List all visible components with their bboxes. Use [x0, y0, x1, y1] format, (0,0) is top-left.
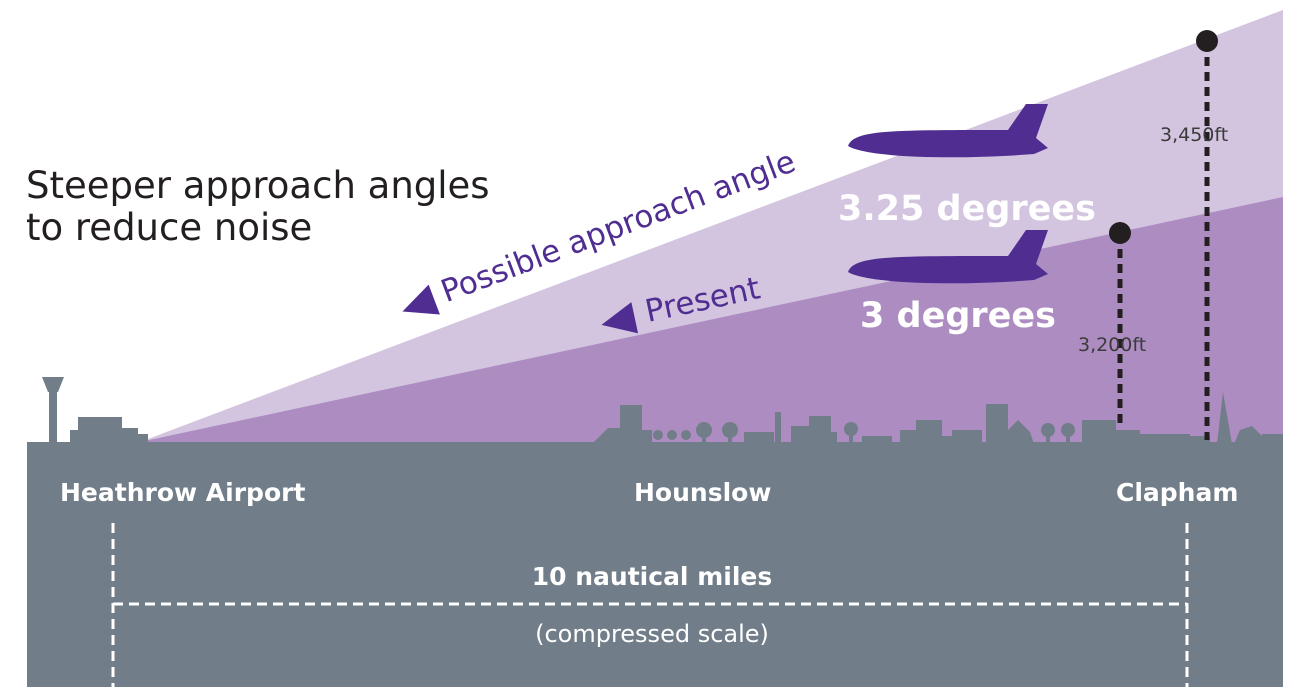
- distance-label: 10 nautical miles: [532, 562, 772, 591]
- church-spire-icon: [1217, 392, 1232, 444]
- angle-label-present: 3 degrees: [860, 296, 1056, 336]
- plane-icon: [848, 230, 1048, 284]
- ground: [27, 442, 1283, 687]
- scale-note: (compressed scale): [535, 620, 769, 648]
- place-label-clapham: Clapham: [1116, 478, 1238, 507]
- place-label-hounslow: Hounslow: [634, 478, 771, 507]
- height-label-present: 3,200ft: [1078, 334, 1146, 356]
- height-label-possible: 3,450ft: [1160, 124, 1228, 146]
- town-skyline: [592, 392, 1283, 444]
- angle-label-possible: 3.25 degrees: [838, 189, 1096, 229]
- plane-icon: [848, 104, 1048, 158]
- distance-indicator: [111, 523, 1189, 687]
- place-label-heathrow: Heathrow Airport: [60, 478, 305, 507]
- airport-buildings: [42, 377, 148, 445]
- control-tower-icon: [42, 377, 64, 445]
- height-marker-possible: [1196, 30, 1218, 440]
- tree-icon: [653, 422, 738, 444]
- page-title-line-2: to reduce noise: [26, 206, 312, 249]
- arrow-left-icon: [601, 302, 639, 334]
- page-title: Steeper approach angles: [26, 164, 490, 207]
- arrow-left-icon: [402, 284, 440, 315]
- height-marker-present: [1109, 222, 1131, 425]
